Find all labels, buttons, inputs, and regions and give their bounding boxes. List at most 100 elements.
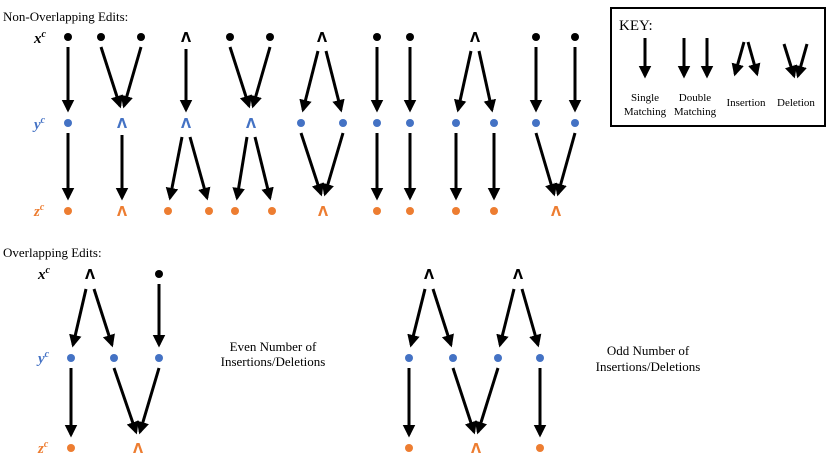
z-lambda: Λ	[551, 205, 561, 220]
z-dot	[405, 444, 413, 452]
key-double-line2: Matching	[674, 106, 717, 118]
svg-text:xc: xc	[33, 29, 47, 47]
arrow	[188, 136, 211, 201]
x-row-top: Λ Λ Λ	[64, 31, 579, 46]
y-dot	[405, 354, 413, 362]
svg-text:yc: yc	[36, 349, 50, 367]
arrows-x-to-y-top	[61, 46, 582, 113]
arrow	[136, 367, 161, 435]
z-row-top: Λ Λ Λ	[64, 205, 561, 220]
arrow	[112, 367, 139, 435]
x-dot	[137, 33, 145, 41]
svg-text:zc: zc	[37, 439, 49, 457]
z-lambda: Λ	[133, 442, 143, 457]
arrow	[324, 50, 345, 113]
z-dot	[231, 207, 239, 215]
arrow	[477, 50, 496, 113]
arrow	[228, 46, 252, 109]
x-dot	[155, 270, 163, 278]
row-label-y-bottom: yc	[36, 349, 50, 367]
key-single-line2: Matching	[624, 106, 667, 118]
overlap-odd-nodes: Λ Λ Λ	[405, 268, 544, 457]
y-dot	[297, 119, 305, 127]
z-dot	[452, 207, 460, 215]
arrow	[165, 136, 184, 201]
row-label-x-bottom: xc	[37, 265, 51, 283]
y-dot	[449, 354, 457, 362]
arrow	[451, 367, 477, 435]
arrow	[520, 288, 542, 348]
x-lambda: Λ	[181, 31, 191, 46]
key-deletion-label: Deletion	[777, 97, 815, 109]
key-double-line1: Double	[679, 92, 712, 104]
y-dot	[339, 119, 347, 127]
y-dot	[110, 354, 118, 362]
key-deletion-left	[782, 43, 798, 79]
z-dot	[205, 207, 213, 215]
svg-text:zc: zc	[33, 202, 45, 220]
y-dot	[571, 119, 579, 127]
key-deletion-right	[794, 43, 809, 79]
x-lambda: Λ	[85, 268, 95, 283]
arrow	[407, 288, 427, 348]
y-dot	[532, 119, 540, 127]
x-dot	[64, 33, 72, 41]
overlap-even-nodes: Λ Λ	[67, 268, 163, 457]
x-lambda: Λ	[317, 31, 327, 46]
arrow	[232, 136, 249, 201]
even-caption-line1: Even Number of	[230, 339, 317, 354]
y-lambda: Λ	[246, 117, 256, 132]
arrow	[299, 50, 320, 113]
x-dot	[266, 33, 274, 41]
x-dot	[373, 33, 381, 41]
x-dot	[97, 33, 105, 41]
odd-caption-line2: Insertions/Deletions	[596, 359, 701, 374]
y-dot	[494, 354, 502, 362]
x-dot	[406, 33, 414, 41]
row-label-z-top: zc	[33, 202, 45, 220]
y-dot	[64, 119, 72, 127]
arrow	[496, 288, 516, 348]
key-insertion-left	[731, 41, 746, 77]
arrow	[92, 288, 115, 348]
arrow	[431, 288, 454, 348]
arrow	[554, 132, 577, 197]
z-lambda: Λ	[318, 205, 328, 220]
even-caption-line2: Insertions/Deletions	[221, 354, 326, 369]
arrow	[321, 132, 345, 197]
overlap-even-arrows	[64, 284, 166, 438]
arrow	[69, 288, 88, 348]
y-dot	[536, 354, 544, 362]
row-label-z-bottom: zc	[37, 439, 49, 457]
arrow	[249, 46, 272, 109]
z-dot	[406, 207, 414, 215]
y-dot	[67, 354, 75, 362]
x-dot	[571, 33, 579, 41]
arrow	[99, 46, 123, 109]
x-lambda: Λ	[513, 268, 523, 283]
y-dot	[406, 119, 414, 127]
arrow	[120, 46, 143, 109]
arrow	[454, 50, 473, 113]
key-legend: KEY: Single Matching Double Matching Ins…	[610, 7, 826, 127]
y-lambda: Λ	[181, 117, 191, 132]
x-lambda: Λ	[470, 31, 480, 46]
x-lambda: Λ	[424, 268, 434, 283]
x-dot	[532, 33, 540, 41]
odd-caption-line1: Odd Number of	[607, 343, 690, 358]
row-label-x-top: xc	[33, 29, 47, 47]
row-label-y-top: yc	[32, 115, 46, 133]
arrow	[534, 132, 558, 197]
svg-text:yc: yc	[32, 115, 46, 133]
z-dot	[67, 444, 75, 452]
y-dot	[452, 119, 460, 127]
z-dot	[490, 207, 498, 215]
overlap-odd-arrows	[402, 288, 547, 438]
y-row-top: Λ Λ Λ	[64, 117, 579, 132]
arrow	[474, 367, 500, 435]
z-lambda: Λ	[471, 442, 481, 457]
z-dot	[268, 207, 276, 215]
arrow	[299, 132, 324, 197]
key-single-line1: Single	[631, 92, 659, 104]
z-dot	[64, 207, 72, 215]
